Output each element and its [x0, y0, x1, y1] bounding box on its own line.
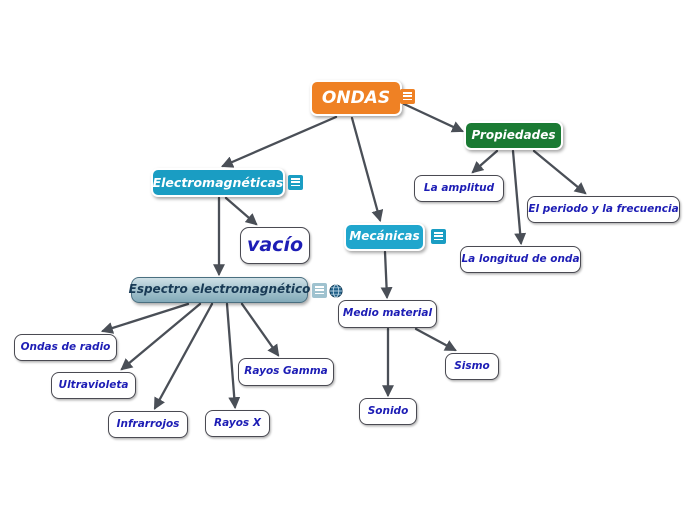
node-label: Sonido	[367, 404, 409, 417]
node-label: Mecánicas	[349, 229, 420, 244]
mindmap-node-electro[interactable]: Electromagnéticas	[151, 168, 285, 197]
node-label: El periodo y la frecuencia	[528, 202, 679, 215]
edge-ondas-to-mecanicas	[350, 116, 384, 223]
node-label: Medio material	[342, 307, 433, 320]
note-icon-glyph	[400, 89, 415, 104]
mindmap-node-infrarrojos[interactable]: Infrarrojos	[108, 411, 188, 438]
edge-mecanicas-to-medio	[380, 250, 393, 300]
mindmap-node-amplitud[interactable]: La amplitud	[414, 175, 504, 202]
node-label: vacío	[246, 234, 304, 257]
note-icon-glyph	[312, 283, 327, 298]
note-icon[interactable]	[312, 283, 327, 298]
edge-electro-to-vacio	[224, 196, 258, 226]
mindmap-node-rayosgamma[interactable]: Rayos Gamma	[238, 358, 334, 386]
edge-propiedades-to-amplitud	[471, 149, 499, 174]
mindmap-node-medio[interactable]: Medio material	[338, 300, 437, 328]
mindmap-node-vacio[interactable]: vacío	[240, 227, 310, 264]
node-label: Sismo	[454, 359, 490, 372]
mindmap-node-rayosx[interactable]: Rayos X	[205, 410, 270, 437]
node-label: Propiedades	[471, 127, 556, 142]
node-label: Rayos Gamma	[244, 365, 328, 378]
edge-espectro-to-rayosx	[225, 302, 241, 410]
mindmap-node-mecanicas[interactable]: Mecánicas	[344, 223, 425, 251]
mindmap-node-espectro[interactable]: Espectro electromagnético	[128, 277, 311, 303]
edge-espectro-to-ultravioleta	[120, 302, 202, 371]
node-label: ONDAS	[321, 87, 391, 108]
node-label: Ultravioleta	[58, 378, 129, 391]
mindmap-node-periodo[interactable]: El periodo y la frecuencia	[527, 196, 680, 223]
note-icon-glyph	[431, 229, 446, 244]
globe-icon[interactable]	[329, 283, 343, 302]
edge-espectro-to-rayosgamma	[240, 302, 280, 357]
note-icon[interactable]	[400, 89, 415, 104]
node-label: La amplitud	[423, 181, 495, 194]
mindmap-node-ultravioleta[interactable]: Ultravioleta	[51, 372, 136, 399]
edge-propiedades-to-periodo	[532, 149, 587, 195]
mindmap-node-sismo[interactable]: Sismo	[445, 353, 499, 380]
mindmap-node-ondas[interactable]: ONDAS	[310, 80, 402, 116]
edge-espectro-to-ondasradio	[100, 302, 190, 334]
node-label: Infrarrojos	[116, 417, 180, 430]
node-label: Electromagnéticas	[152, 174, 284, 190]
edge-medio-to-sismo	[414, 327, 457, 352]
node-label: Espectro electromagnético	[128, 282, 311, 297]
edge-espectro-to-infrarrojos	[153, 302, 214, 410]
note-icon[interactable]	[288, 175, 303, 190]
mindmap-node-propiedades[interactable]: Propiedades	[464, 121, 563, 150]
globe-icon-glyph	[329, 284, 343, 298]
node-label: Ondas de radio	[20, 340, 111, 353]
node-label: Rayos X	[214, 416, 261, 429]
mindmap-node-ondasradio[interactable]: Ondas de radio	[14, 334, 117, 361]
edge-propiedades-to-longitud	[511, 149, 527, 246]
edge-ondas-to-propiedades	[402, 102, 464, 133]
note-icon[interactable]	[431, 229, 446, 244]
mindmap-node-sonido[interactable]: Sonido	[359, 398, 417, 425]
edge-ondas-to-electro	[221, 115, 338, 168]
mindmap-node-longitud[interactable]: La longitud de onda	[460, 246, 581, 273]
note-icon-glyph	[288, 175, 303, 190]
node-label: La longitud de onda	[461, 252, 580, 265]
